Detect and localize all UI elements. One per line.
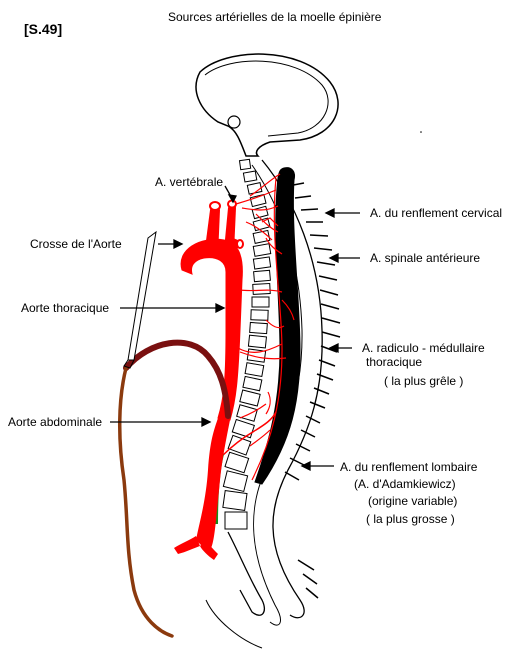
- label-radiculo-note: ( la plus grêle ): [384, 374, 464, 388]
- figure-reference: [S.49]: [24, 21, 63, 37]
- label-vertebrale: A. vertébrale: [155, 175, 224, 189]
- small-dot: [420, 131, 422, 133]
- label-spinale-anterieure: A. spinale antérieure: [370, 251, 481, 265]
- label-lombaire-line1: A. du renflement lombaire: [340, 460, 478, 474]
- label-arrows: [110, 185, 360, 472]
- skull-outline: [195, 53, 339, 157]
- label-aorte-thoracique: Aorte thoracique: [21, 301, 110, 315]
- spinal-cord: [254, 167, 301, 485]
- label-radiculo-line1: A. radiculo - médullaire: [362, 341, 485, 355]
- label-lombaire-line3: (origine variable): [368, 494, 458, 508]
- label-crosse-aorte: Crosse de l'Aorte: [30, 237, 122, 251]
- label-lombaire-line2: (A. d'Adamkiewicz): [354, 477, 456, 491]
- brachiocephalic-trunk: [204, 205, 220, 256]
- skull-inner-curve: [204, 60, 329, 137]
- abdominal-aorta-red: [196, 418, 230, 552]
- aortic-arch: [180, 238, 243, 421]
- cervical-artery-network: [235, 173, 283, 255]
- label-radiculo-line2: thoracique: [366, 355, 423, 369]
- probe-tube: [127, 230, 157, 361]
- thoracic-radicular-branches: [237, 289, 295, 447]
- brachiocephalic-cap: [209, 201, 221, 211]
- skull-foramen: [227, 115, 241, 129]
- iliac-bifurcation: [174, 536, 218, 560]
- probe-tube-tip: [123, 359, 135, 369]
- label-lombaire-note: ( la plus grosse ): [366, 512, 455, 526]
- spine-dorsal-outline: [261, 159, 323, 619]
- abdominal-aorta-brown: [117, 366, 174, 638]
- sacrum-outline: [227, 531, 266, 616]
- label-renflement-cervical: A. du renflement cervical: [370, 206, 503, 220]
- arch-branch-dark: [123, 339, 231, 419]
- adamkiewicz-connection: [221, 411, 277, 457]
- pelvis-curve: [205, 599, 263, 649]
- diagram-title: Sources artérielles de la moelle épinièr…: [168, 10, 382, 24]
- left-subclavian-cap: [236, 239, 244, 249]
- spinous-processes: [279, 171, 341, 599]
- label-aorte-abdominale: Aorte abdominale: [8, 415, 103, 429]
